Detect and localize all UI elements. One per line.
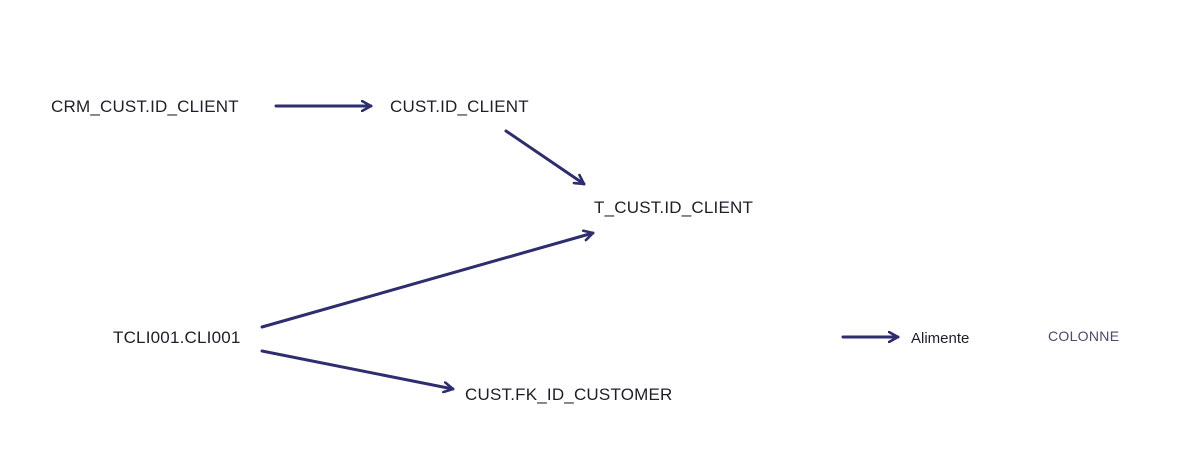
legend-arrow-label: Alimente [911, 330, 969, 347]
edge-cust-id-to-t-cust [504, 129, 586, 186]
node-tcli001-cli001: TCLI001.CLI001 [113, 328, 241, 347]
edge-tcli-to-t-cust [260, 233, 595, 329]
legend: Alimente COLONNE [841, 328, 1119, 347]
node-crm-cust-id-client: CRM_CUST.ID_CLIENT [51, 97, 239, 116]
node-cust-id-client: CUST.ID_CLIENT [390, 97, 529, 116]
node-t-cust-id-client: T_CUST.ID_CLIENT [594, 198, 753, 217]
edge-tcli-to-cust-fk [260, 349, 455, 389]
legend-type-label: COLONNE [1048, 328, 1119, 344]
node-cust-fk-id-customer: CUST.FK_ID_CUSTOMER [465, 385, 673, 404]
